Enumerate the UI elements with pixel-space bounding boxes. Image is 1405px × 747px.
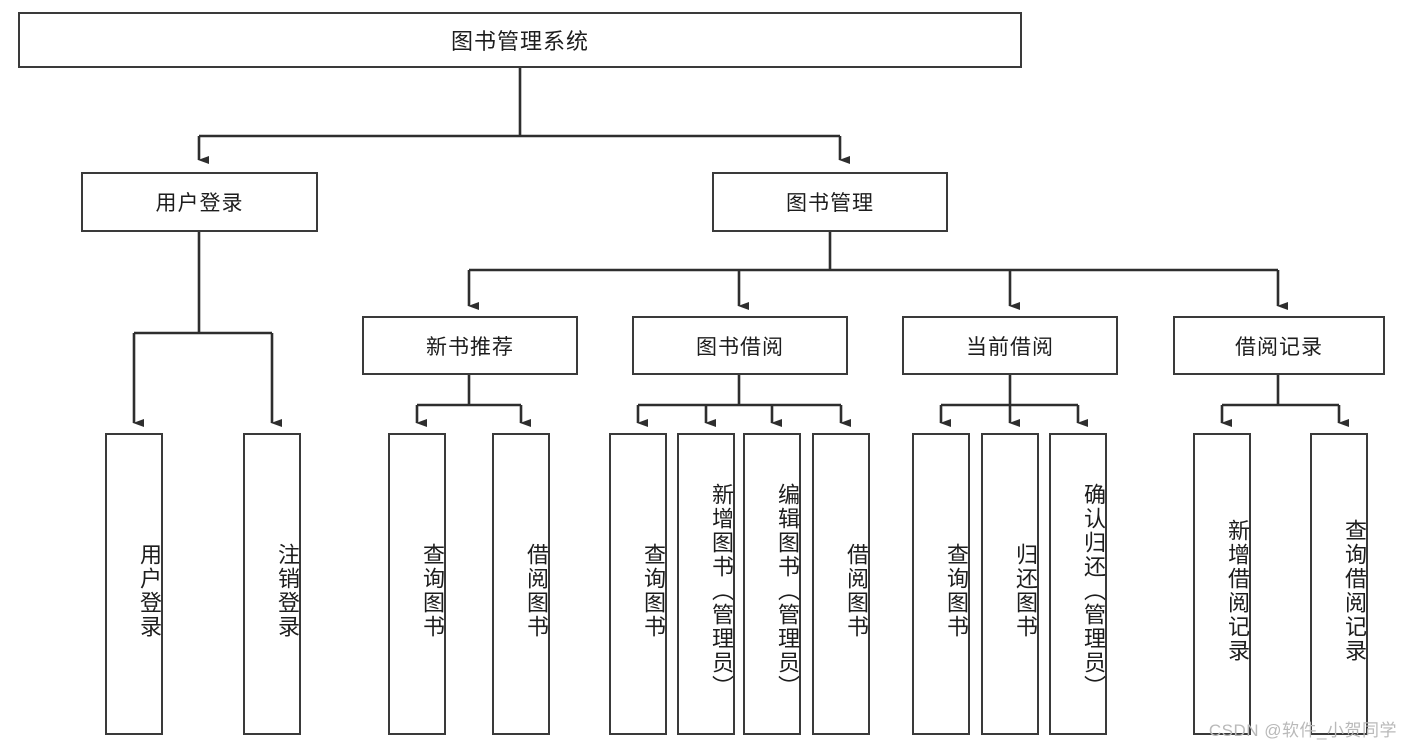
- node-current-borrow[interactable]: 当前借阅: [902, 316, 1118, 375]
- leaf-return-book[interactable]: 归还图书: [981, 433, 1039, 735]
- leaf-query-book-recommend[interactable]: 查询图书: [388, 433, 446, 735]
- node-label: 当前借阅: [966, 335, 1054, 359]
- leaf-confirm-return-admin[interactable]: 确认归还（管理员）: [1049, 433, 1107, 735]
- node-label: 查询图书: [641, 543, 666, 639]
- leaf-borrow-book-recommend[interactable]: 借阅图书: [492, 433, 550, 735]
- node-label: 借阅记录: [1235, 335, 1323, 359]
- leaf-query-borrow-record[interactable]: 查询借阅记录: [1310, 433, 1368, 735]
- node-book-management[interactable]: 图书管理: [712, 172, 948, 232]
- leaf-query-book-borrow[interactable]: 查询图书: [609, 433, 667, 735]
- node-label: 借阅图书: [524, 543, 549, 639]
- node-root-system[interactable]: 图书管理系统: [18, 12, 1022, 68]
- node-label: 用户登录: [155, 192, 244, 215]
- leaf-query-book-current[interactable]: 查询图书: [912, 433, 970, 735]
- node-label: 注销登录: [275, 543, 300, 639]
- node-book-borrow[interactable]: 图书借阅: [632, 316, 848, 375]
- leaf-logout-login[interactable]: 注销登录: [243, 433, 301, 735]
- node-label: 查询图书: [420, 543, 445, 639]
- leaf-add-borrow-record[interactable]: 新增借阅记录: [1193, 433, 1251, 735]
- node-label: 用户登录: [137, 543, 162, 639]
- node-label: 确认归还（管理员）: [1081, 483, 1106, 699]
- node-label: 归还图书: [1013, 543, 1038, 639]
- watermark-text: CSDN @软件_小贺同学: [1208, 721, 1397, 740]
- node-label: 借阅图书: [844, 543, 869, 639]
- node-label: 新增借阅记录: [1225, 519, 1250, 663]
- node-label: 新书推荐: [426, 335, 514, 359]
- node-label: 图书借阅: [696, 335, 784, 359]
- node-label: 图书管理: [786, 192, 874, 215]
- node-borrow-record[interactable]: 借阅记录: [1173, 316, 1385, 375]
- node-user-login[interactable]: 用户登录: [81, 172, 318, 232]
- node-label: 编辑图书（管理员）: [775, 483, 800, 699]
- node-label: 图书管理系统: [450, 29, 589, 54]
- node-label: 新增图书（管理员）: [709, 483, 734, 699]
- leaf-user-login[interactable]: 用户登录: [105, 433, 163, 735]
- leaf-borrow-book[interactable]: 借阅图书: [812, 433, 870, 735]
- node-label: 查询图书: [944, 543, 969, 639]
- node-label: 查询借阅记录: [1342, 519, 1367, 663]
- node-new-book-recommend[interactable]: 新书推荐: [362, 316, 578, 375]
- leaf-add-book-admin[interactable]: 新增图书（管理员）: [677, 433, 735, 735]
- leaf-edit-book-admin[interactable]: 编辑图书（管理员）: [743, 433, 801, 735]
